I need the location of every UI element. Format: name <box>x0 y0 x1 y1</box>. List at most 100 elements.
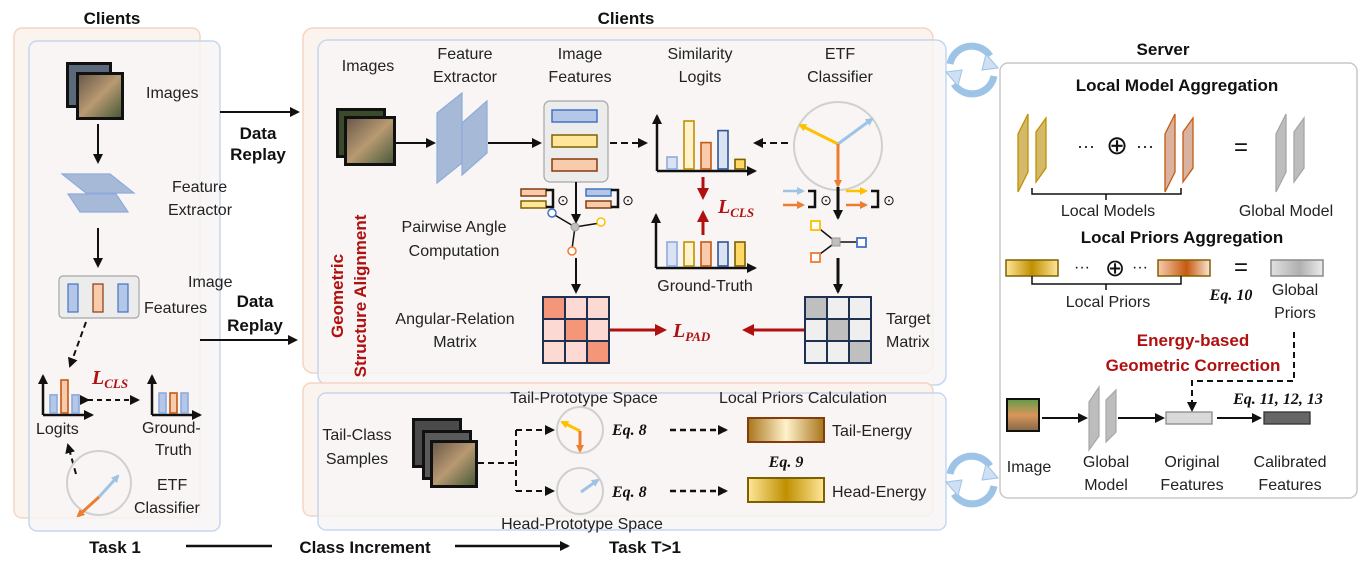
bar <box>683 120 695 170</box>
original-features-icon <box>1165 411 1213 425</box>
original-features-label-2: Features <box>1160 477 1223 494</box>
split-dashed-arrows <box>478 425 555 496</box>
data-replay-bottom-1: Data <box>237 292 274 311</box>
left-etf-classifier-icon <box>66 450 132 518</box>
local-prior-orange <box>1157 259 1211 277</box>
eq-11-12-13: Eq. 11, 12, 13 <box>1232 391 1323 408</box>
global-priors-label-2: Priors <box>1274 305 1316 322</box>
task-1-label: Task 1 <box>89 538 141 557</box>
eq-10: Eq. 10 <box>1209 287 1253 304</box>
middle-images-icon <box>336 108 396 166</box>
left-ground-truth-chart <box>147 374 202 420</box>
global-prior-bar <box>1270 259 1324 277</box>
matrix-cell <box>542 340 566 364</box>
global-priors-label-1: Global <box>1272 282 1318 299</box>
left-logits-label: Logits <box>36 421 79 438</box>
left-arrow-etf-to-logits <box>65 443 77 475</box>
matrix-cell <box>542 296 566 320</box>
left-feature-extractor-icon <box>60 173 136 213</box>
geometric-label-1: Geometric <box>328 254 347 338</box>
calibrated-features-label-2: Features <box>1258 477 1321 494</box>
matrix-cell <box>826 318 850 342</box>
left-etf-label-1: ETF <box>157 477 187 494</box>
model-equals: = <box>1234 134 1248 161</box>
middle-etf-label-1: ETF <box>825 46 855 63</box>
svg-text:⊙: ⊙ <box>883 192 895 208</box>
bar <box>60 379 69 414</box>
calibrated-features-icon <box>1263 411 1311 425</box>
left-feature-extractor-label-2: Extractor <box>168 202 233 219</box>
sync-cycle-icon-bottom <box>945 452 999 508</box>
middle-image-features-icon <box>551 109 598 172</box>
model-ellipsis-left: ··· <box>1077 136 1095 156</box>
similarity-logits-label-1: Similarity <box>668 46 733 63</box>
matrix-cell <box>586 318 610 342</box>
local-priors-brace <box>1031 276 1182 290</box>
left-image-features-icon <box>67 283 129 313</box>
matrix-cell <box>564 296 588 320</box>
svg-text:⊙: ⊙ <box>820 192 832 208</box>
matrix-cell <box>826 340 850 364</box>
priors-ellipsis-left: ··· <box>1074 259 1090 276</box>
bar <box>180 392 189 414</box>
head-space-label: Head-Prototype Space <box>501 516 663 533</box>
matrix-cell <box>542 318 566 342</box>
local-prior-yellow <box>1005 259 1059 277</box>
left-images-icon <box>66 62 124 120</box>
pairwise-angle-graph-icon <box>547 208 606 256</box>
middle-features-label-1: Image <box>558 46 603 63</box>
bar <box>666 241 678 267</box>
global-model-label: Global Model <box>1239 203 1333 220</box>
sync-cycle-icon-top <box>945 42 999 98</box>
correction-label-1: Energy-based <box>1137 331 1249 350</box>
left-image-features-label-1: Image <box>188 274 233 291</box>
left-ground-truth-label-1: Ground- <box>142 420 201 437</box>
geometric-label-2: Structure Alignment <box>351 214 370 377</box>
pairwise-label-2: Computation <box>409 243 500 260</box>
model-agg-title: Local Model Aggregation <box>1076 76 1278 95</box>
local-model-yellow-icon <box>1017 113 1047 193</box>
tail-energy-bar <box>747 417 825 443</box>
local-models-brace <box>1031 188 1182 200</box>
bar <box>717 241 729 267</box>
priors-equals: = <box>1234 254 1248 281</box>
matrix-cell <box>586 296 610 320</box>
matrix-cell <box>564 340 588 364</box>
bar <box>734 158 746 170</box>
matrix-cell <box>804 340 828 364</box>
bar <box>717 129 729 170</box>
etf-prototype-pair-left: ⊙ <box>783 187 832 209</box>
original-features-label-1: Original <box>1164 454 1219 471</box>
data-replay-bottom-2: Replay <box>227 316 283 335</box>
server-image-label: Image <box>1007 459 1052 476</box>
eq-8-tail: Eq. 8 <box>611 422 647 439</box>
angular-matrix-label-1: Angular-Relation <box>395 311 514 328</box>
angular-relation-matrix <box>542 296 610 364</box>
left-etf-label-2: Classifier <box>134 500 200 517</box>
server-global-model-label-2: Model <box>1084 477 1128 494</box>
class-increment-label: Class Increment <box>299 538 431 557</box>
pad-loss: LPAD <box>672 320 711 344</box>
similarity-logits-label-2: Logits <box>679 69 722 86</box>
tail-energy-label: Tail-Energy <box>832 423 912 440</box>
correction-label-2: Geometric Correction <box>1106 356 1281 375</box>
tail-samples-label-2: Samples <box>326 451 388 468</box>
left-image-features-label-2: Features <box>144 300 207 317</box>
bar <box>158 392 167 414</box>
tail-prototype-space-icon <box>556 406 604 454</box>
tail-samples-images-icon <box>412 418 478 488</box>
bar <box>169 392 178 414</box>
bar <box>683 241 695 267</box>
tail-space-label: Tail-Prototype Space <box>510 390 658 407</box>
head-energy-label: Head-Energy <box>832 484 926 501</box>
target-matrix <box>804 296 872 364</box>
middle-cls-loss: LCLS <box>717 196 754 220</box>
middle-images-label: Images <box>342 58 394 75</box>
ground-truth-chart <box>651 213 757 273</box>
server-input-image-icon <box>1006 398 1040 432</box>
middle-features-label-2: Features <box>548 69 611 86</box>
server-title: Server <box>1137 40 1190 59</box>
target-matrix-label-1: Target <box>886 311 931 328</box>
bar <box>71 394 80 414</box>
